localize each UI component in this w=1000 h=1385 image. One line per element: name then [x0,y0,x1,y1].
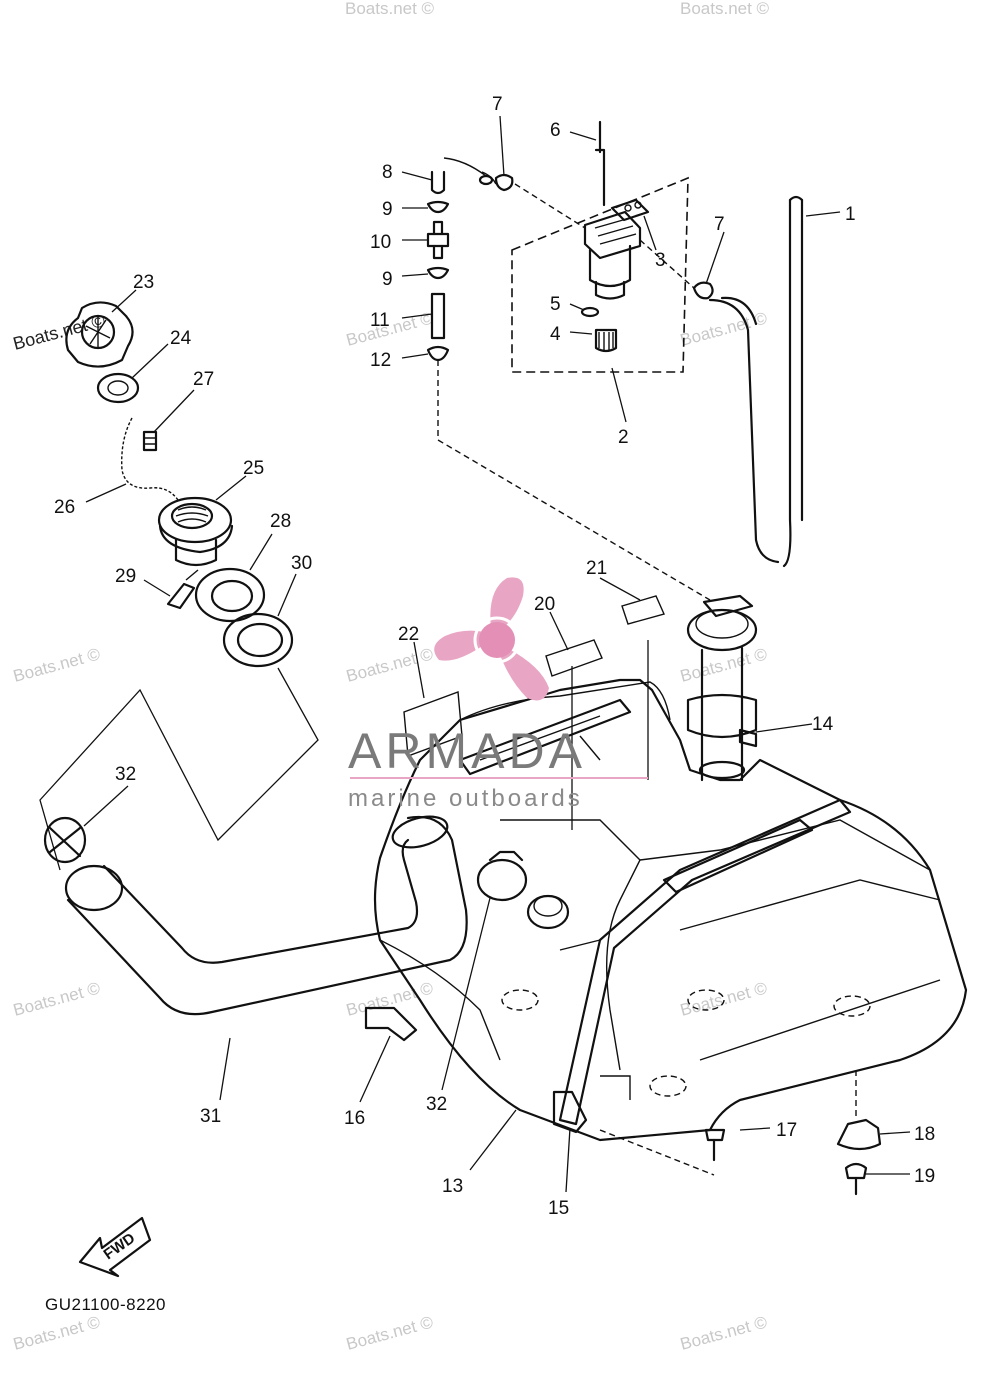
callout-25: 25 [243,458,264,479]
watermark: Boats.net © [11,978,102,1020]
diagram-code: GU21100-8220 [45,1295,166,1314]
callout-27: 27 [193,369,214,390]
fuel-tank [373,678,968,1142]
callout-3: 3 [655,250,666,271]
callout-20: 20 [534,594,555,615]
watermark: Boats.net © [344,644,435,686]
callout-1: 1 [845,204,856,225]
brand-name: ARMADA [348,723,586,779]
watermark: Boats.net © [11,644,102,686]
callout-23: 23 [133,272,154,293]
filler-hose [43,815,468,1016]
mounting-hardware [364,1006,882,1196]
callout-18: 18 [914,1124,935,1145]
callout-12: 12 [370,350,391,371]
watermark: Boats.net © [678,1312,769,1354]
watermark: Boats.net © [678,308,769,350]
callout-14: 14 [812,714,834,735]
brand-overlay: ARMADA marine outboards [348,577,648,812]
leader-lines [83,115,911,1193]
callout-9-lower: 9 [382,269,393,290]
callout-13: 13 [442,1176,463,1197]
callout-17: 17 [776,1120,797,1141]
callout-19: 19 [914,1166,935,1187]
callout-30: 30 [291,553,312,574]
callout-32-center: 32 [426,1094,447,1115]
callout-31: 31 [200,1106,221,1127]
callout-labels: 1 2 3 4 5 6 7 7 8 9 9 10 11 12 13 14 15 … [54,94,935,1219]
propeller-logo [434,577,549,701]
brand-tagline: marine outboards [348,785,583,812]
vent-hose-assembly [426,157,804,601]
callout-21: 21 [586,558,607,579]
callout-32-left: 32 [115,764,136,785]
callout-5: 5 [550,294,561,315]
watermark: Boats.net © [680,0,770,18]
callout-11: 11 [370,310,390,331]
callout-7-upper: 7 [492,94,503,115]
watermark: Boats.net © [678,978,769,1020]
callout-7-right: 7 [714,214,725,235]
callout-6: 6 [550,120,561,141]
callout-4: 4 [550,324,561,345]
watermark: Boats.net © [345,0,435,18]
watermark: Boats.net © [344,308,435,350]
callout-15: 15 [548,1198,569,1219]
callout-26: 26 [54,497,75,518]
callout-2: 2 [618,427,629,448]
filler-cap-assembly [39,301,319,871]
callout-9-upper: 9 [382,199,393,220]
tank-neck [686,594,758,782]
callout-22: 22 [398,624,419,645]
decals [403,595,665,830]
callout-8: 8 [382,162,393,183]
callout-10: 10 [370,232,391,253]
fuel-sender-unit [511,120,689,373]
fwd-arrow: FWD [78,1216,152,1278]
callout-16: 16 [344,1108,365,1129]
watermark: Boats.net © [11,1312,102,1354]
callout-29: 29 [115,566,136,587]
callout-28: 28 [270,511,291,532]
callout-24: 24 [170,328,192,349]
watermark: Boats.net © [344,978,435,1020]
watermark: Boats.net © [344,1312,435,1354]
